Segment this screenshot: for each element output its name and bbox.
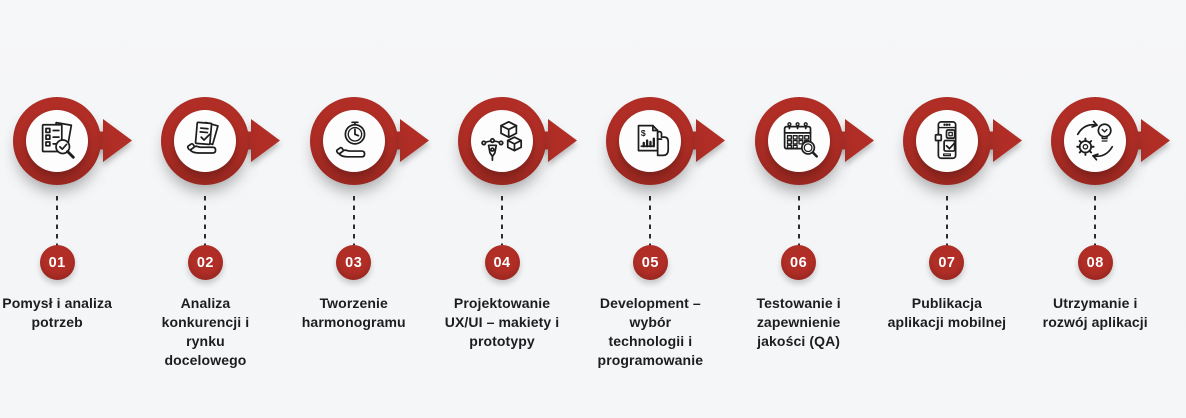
dashed-connector — [945, 196, 948, 246]
step-number-badge: 03 — [336, 245, 372, 280]
step-number-badge: 07 — [929, 245, 965, 280]
step-3: 03 Tworzenie harmonogramu — [280, 0, 429, 418]
step-8: 08 Utrzymanie i rozwój aplikacji — [1021, 0, 1171, 418]
document-chart-hand-icon: $ — [637, 124, 670, 157]
step-label: Testowanie i zapewnienie jakości (QA) — [756, 295, 841, 349]
step-label: Publikacja aplikacji mobilnej — [887, 295, 1007, 330]
step-2: 02 Analiza konkurencji i rynku doceloweg… — [131, 0, 281, 418]
step-number-badge: 06 — [781, 245, 817, 280]
dashed-connector — [1094, 196, 1097, 246]
step-number-badge: 05 — [632, 245, 668, 280]
step-5: $ 05 Development – wybór technologii i p… — [576, 0, 726, 418]
hand-stopwatch-icon — [335, 121, 366, 158]
dashed-connector — [501, 196, 504, 246]
step-4: 04 Projektowanie UX/UI – makiety i proto… — [428, 0, 578, 418]
dashed-connector — [649, 196, 652, 246]
step-label: Development – wybór technologii i progra… — [597, 295, 704, 368]
checklist-magnifier-icon — [41, 121, 75, 159]
step-icon-disc — [322, 110, 385, 172]
step-icon-disc — [767, 110, 830, 172]
step-7: 07 Publikacja aplikacji mobilnej — [873, 0, 1022, 418]
step-icon-disc — [26, 110, 89, 172]
step-label: Projektowanie UX/UI – makiety i prototyp… — [444, 295, 560, 349]
step-icon-disc — [1064, 110, 1127, 172]
step-number-badge: 02 — [187, 245, 223, 280]
gear-bulb-refresh-icon — [1076, 120, 1114, 161]
step-icon-disc — [915, 110, 978, 172]
step-label: Pomysł i analiza potrzeb — [2, 295, 113, 330]
step-number-badge: 04 — [484, 245, 520, 280]
dashed-connector — [797, 196, 800, 246]
step-number-badge: 01 — [39, 245, 75, 280]
hand-document-check-icon — [187, 121, 220, 154]
step-6: 06 Testowanie i zapewnienie jakości (QA) — [724, 0, 874, 418]
calendar-magnifier-icon — [783, 122, 818, 158]
dashed-connector — [56, 196, 59, 246]
svg-text:$: $ — [641, 128, 646, 138]
step-icon-disc: $ — [619, 110, 682, 172]
pen-tool-cubes-icon — [481, 120, 523, 162]
step-label: Utrzymanie i rozwój aplikacji — [1042, 295, 1148, 330]
step-label: Tworzenie harmonogramu — [301, 295, 406, 330]
step-number-badge: 08 — [1077, 245, 1113, 280]
dashed-connector — [352, 196, 355, 246]
dashed-connector — [204, 196, 207, 246]
smartphone-check-icon — [934, 120, 957, 160]
step-label: Analiza konkurencji i rynku docelowego — [161, 295, 250, 368]
step-icon-disc — [471, 110, 534, 172]
step-1: 01 Pomysł i analiza potrzeb — [0, 0, 133, 418]
step-icon-disc — [174, 110, 237, 172]
